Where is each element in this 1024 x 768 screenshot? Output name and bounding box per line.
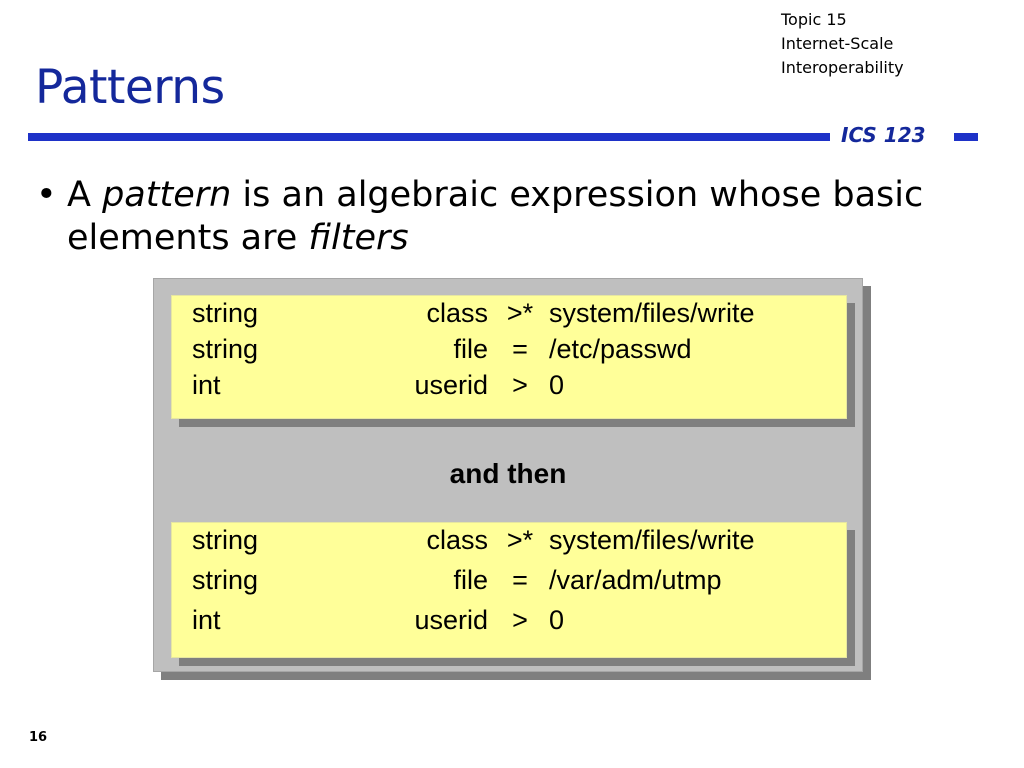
sequence-connector: and then <box>449 458 567 489</box>
filter-value: system/files/write <box>549 298 755 328</box>
filter-operator: > <box>512 605 528 635</box>
slide-title: Patterns <box>35 60 225 115</box>
filter-box-2: string class >* system/files/write strin… <box>171 522 847 658</box>
filter-attribute: file <box>453 334 488 364</box>
filter-attribute: file <box>453 565 488 595</box>
filter-row: int userid > 0 <box>172 370 846 408</box>
header-rule <box>28 133 830 141</box>
bullet-text-2: is an algebraic expression whose basic <box>231 175 924 215</box>
page-number: 16 <box>29 730 48 745</box>
filter-value: /etc/passwd <box>549 334 692 364</box>
filter-value: /var/adm/utmp <box>549 565 722 595</box>
header-rule-tail <box>954 133 978 141</box>
filter-row: string file = /etc/passwd <box>172 334 846 372</box>
filter-type: int <box>192 370 221 400</box>
filter-attribute: userid <box>414 370 488 400</box>
filter-value: 0 <box>549 605 565 635</box>
filter-row: string class >* system/files/write <box>172 525 846 563</box>
topic-line-2: Internet-Scale <box>781 34 894 53</box>
filter-value: 0 <box>549 370 565 400</box>
topic-line-1: Topic 15 <box>781 10 847 29</box>
filter-row: int userid > 0 <box>172 605 846 643</box>
filter-operator: = <box>512 565 528 595</box>
bullet-text-3: elements are <box>67 218 309 258</box>
filter-type: string <box>192 525 259 555</box>
filter-operator: > <box>512 370 528 400</box>
bullet-text-1: A <box>67 175 103 215</box>
filter-box-1: string class >* system/files/write strin… <box>171 295 847 419</box>
filter-row: string file = /var/adm/utmp <box>172 565 846 603</box>
filter-value: system/files/write <box>549 525 755 555</box>
course-label: ICS 123 <box>841 123 926 147</box>
bullet-text: A pattern is an algebraic expression who… <box>67 174 927 260</box>
filter-row: string class >* system/files/write <box>172 298 846 336</box>
filter-type: string <box>192 565 259 595</box>
bullet-term-filters: filters <box>308 218 409 258</box>
bullet-icon: • <box>36 175 57 215</box>
filter-operator: >* <box>506 525 534 555</box>
filter-type: string <box>192 334 259 364</box>
topic-line-3: Interoperability <box>781 58 904 77</box>
filter-type: int <box>192 605 221 635</box>
filter-operator: = <box>512 334 528 364</box>
topic-label: Topic 15 Internet-Scale Interoperability <box>781 8 904 80</box>
filter-attribute: class <box>426 298 488 328</box>
filter-type: string <box>192 298 259 328</box>
filter-attribute: class <box>426 525 488 555</box>
bullet-term-pattern: pattern <box>102 175 232 215</box>
filter-attribute: userid <box>414 605 488 635</box>
filter-operator: >* <box>506 298 534 328</box>
